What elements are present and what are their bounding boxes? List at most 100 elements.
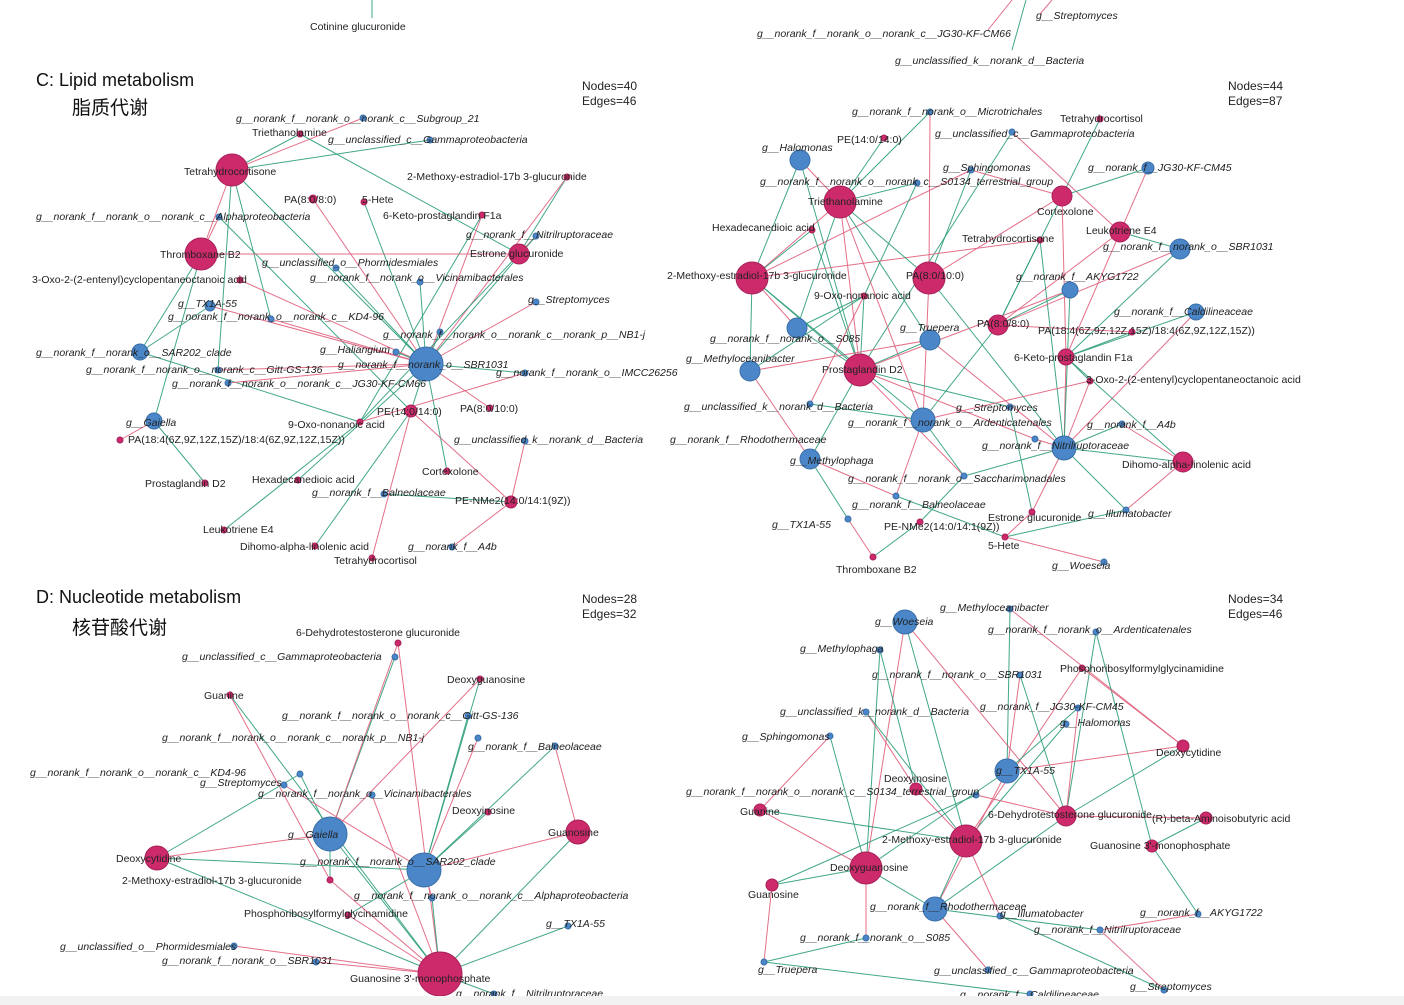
network-edge: [371, 794, 441, 975]
network-edge: [410, 410, 512, 503]
node-label: g__norank_f__Balneolaceae: [312, 487, 446, 499]
network-edge: [439, 925, 569, 975]
network-edge: [223, 421, 361, 531]
network-edge: [209, 305, 427, 365]
network-edge: [423, 737, 479, 871]
node-label: g__norank_f__norank_o__norank_c__Alphapr…: [36, 211, 311, 223]
node-label: g__TX1A-55: [546, 918, 605, 930]
network-edge: [997, 289, 1071, 326]
taxon-node: [1122, 506, 1130, 514]
network-edge: [1011, 131, 1121, 233]
taxon-node: [1092, 628, 1100, 636]
metabolite-node: [394, 639, 402, 647]
metabolite-node: [1109, 221, 1131, 243]
node-label: g__unclassified_c__Gammaproteobacteria: [182, 651, 382, 663]
node-label: g__norank_f__norank_o__norank_c__Subgrou…: [236, 113, 479, 125]
node-label: g__Sphingomonas: [943, 162, 1031, 174]
node-label: PA(8:0/8:0): [284, 194, 336, 206]
taxon-node: [448, 543, 456, 551]
node-label: Tetrahydrocortisol: [334, 555, 417, 567]
node-label: Deoxyguanosine: [830, 862, 908, 874]
network-labels: g__norank_f__norank_o__norank_c__Subgrou…: [30, 106, 1301, 1001]
network-edge: [423, 745, 556, 871]
taxon-node: [204, 300, 216, 312]
network-edge: [928, 277, 1065, 449]
node-label: Prostaglandin D2: [145, 478, 226, 490]
node-label: Guanosine 3'-monophosphate: [350, 973, 491, 985]
node-label: g__norank_f__norank_o__IMCC26256: [496, 367, 678, 379]
metabolite-node: [144, 845, 170, 871]
network-edge: [233, 945, 441, 975]
node-label: g__norank_f__A4b: [408, 541, 497, 553]
network-edge: [922, 324, 999, 421]
network-edge: [329, 678, 481, 835]
network-edge: [139, 253, 202, 353]
network-edge: [839, 201, 930, 279]
network-edge: [425, 363, 448, 472]
network-edge: [997, 248, 1181, 326]
taxon-node: [230, 942, 238, 950]
network-edge: [796, 201, 841, 329]
node-label: g__Truepera: [900, 322, 960, 334]
taxon-node: [926, 108, 934, 116]
network-edge: [839, 201, 931, 341]
metabolite-node: [508, 243, 530, 265]
node-label: g__norank_f__norank_o__Vicinamibacterale…: [310, 272, 524, 284]
network-edge: [217, 363, 427, 371]
network-edge: [970, 169, 1063, 197]
network-edge: [1065, 815, 1207, 819]
node-label: PA(8:0/8:0): [977, 318, 1029, 330]
metabolite-node: [294, 476, 302, 484]
taxon-node: [474, 734, 482, 742]
network-edge: [799, 159, 861, 371]
top-right-fragment-label-1: g__Streptomyces: [1036, 10, 1118, 22]
network-edge: [359, 214, 483, 423]
node-label: Estrone glucuronide: [988, 512, 1082, 524]
bottom-strip: [0, 996, 1404, 1005]
taxon-node: [551, 742, 559, 750]
network-edge: [928, 195, 1063, 279]
top-right-fragment-label-2: g__norank_f__norank_o__norank_c__JG30-KF…: [757, 28, 1011, 40]
node-label: Leukotriene E4: [203, 524, 274, 536]
node-label: Dihomo-alpha-linolenic acid: [1122, 459, 1251, 471]
node-label: g__Illumatobacter: [1000, 908, 1084, 920]
taxon-node: [919, 329, 941, 351]
network-edge: [1151, 817, 1207, 847]
node-label: g__norank_f__norank_o__norank_c__KD4-96: [168, 311, 384, 323]
node-label: Tetrahydrocortisol: [1060, 113, 1143, 125]
taxon-node: [739, 360, 761, 382]
metabolite-node: [504, 495, 518, 509]
taxon-node: [1096, 926, 1104, 934]
network-edge: [997, 239, 1041, 326]
metabolite-node: [308, 194, 318, 204]
network-edge: [1063, 447, 1184, 463]
node-label: g__Halomonas: [762, 142, 833, 154]
node-label: Prostaglandin D2: [822, 364, 903, 376]
network-edge: [839, 201, 861, 371]
metabolite-node: [1028, 508, 1036, 516]
node-label: Deoxycytidine: [116, 853, 182, 865]
taxon-node: [392, 348, 400, 356]
taxon-node: [532, 298, 540, 306]
node-label: g__norank_f__AKYG1722: [1140, 907, 1263, 919]
network-edge: [865, 711, 967, 842]
network-edge: [934, 908, 989, 971]
taxon-node: [267, 315, 275, 323]
node-label: 2-Methoxy-estradiol-17b 3-glucuronide: [667, 270, 847, 282]
node-label: Deoxycytidine: [1156, 747, 1222, 759]
node-label: g__Gaiella: [126, 417, 176, 429]
node-label: g__norank_f__norank_o__SAR202_clade: [36, 347, 232, 359]
network-edge: [1065, 248, 1181, 358]
network-edge: [1063, 289, 1071, 449]
taxon-node: [1016, 671, 1024, 679]
network-edge: [751, 159, 801, 279]
metabolite-node: [1057, 348, 1075, 366]
network-edge: [1065, 745, 1184, 817]
network-edge: [847, 518, 874, 558]
metabolite-node: [1176, 739, 1190, 753]
network-edge: [859, 369, 1011, 408]
node-label: g__norank_f__norank_o__norank_c__JG30-KF…: [172, 378, 426, 390]
taxon-node: [359, 114, 367, 122]
network-edge: [751, 239, 1041, 279]
